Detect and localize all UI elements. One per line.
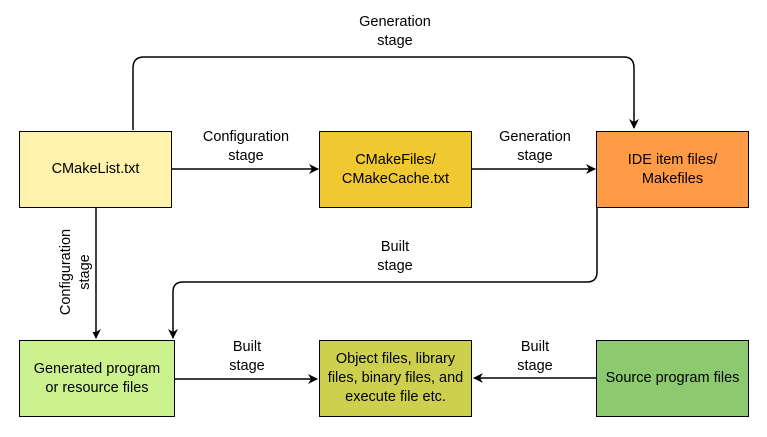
node-cmakefiles: CMakeFiles/CMakeCache.txt: [319, 131, 472, 208]
edge-cmakelist-to-ide: [132, 56, 639, 130]
node-cmakelist: CMakeList.txt: [19, 131, 172, 208]
node-ide-item-files: IDE item files/Makefiles: [596, 131, 749, 208]
node-source-program-files: Source program files: [596, 340, 749, 417]
edge-ide-to-generated: [168, 207, 598, 339]
